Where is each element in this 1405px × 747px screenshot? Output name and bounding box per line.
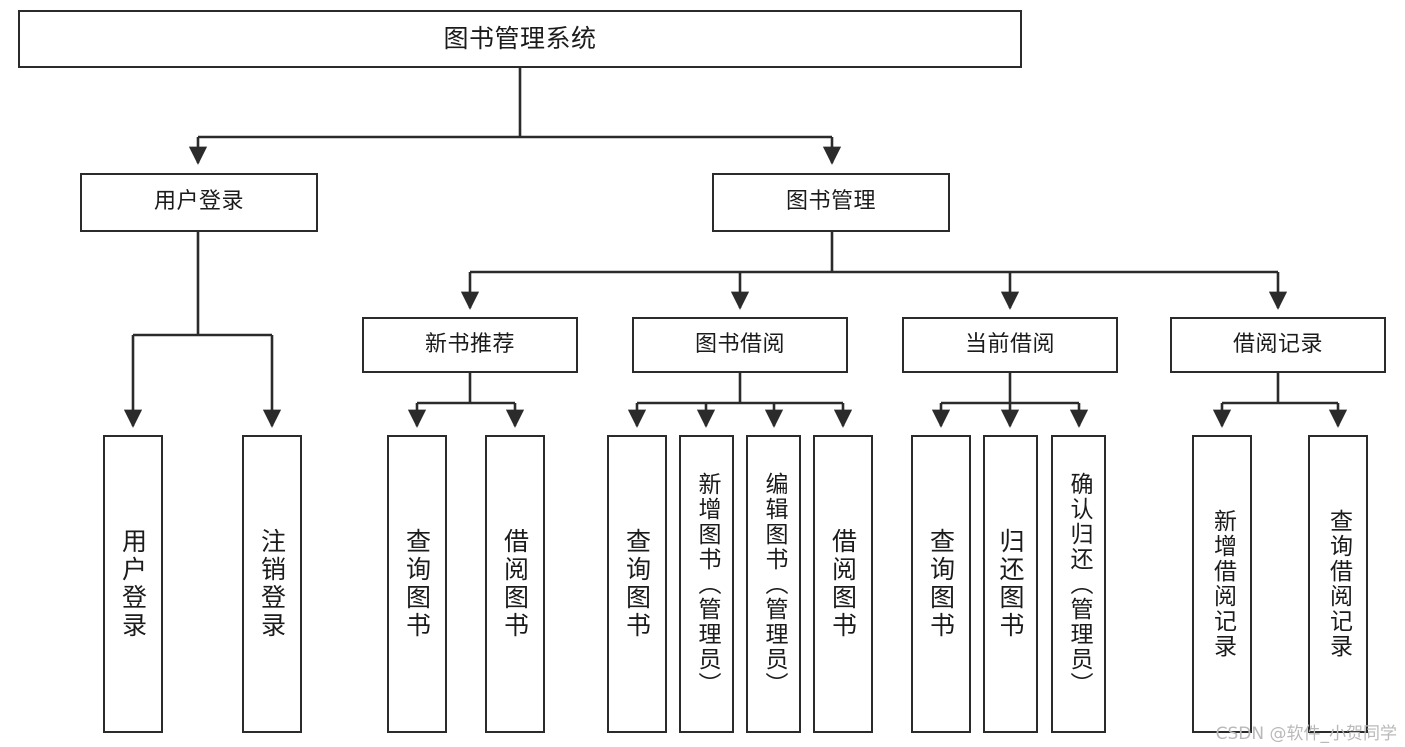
leaf-borrow-book-borrow-label: 借阅图书 xyxy=(828,528,858,640)
leaf-edit-book-admin[interactable]: 编辑图书（管理员） xyxy=(746,435,801,733)
node-new-book-recommend-label: 新书推荐 xyxy=(424,331,515,357)
node-user-login-label: 用户登录 xyxy=(153,189,244,215)
node-borrow-record-label: 借阅记录 xyxy=(1232,331,1323,357)
leaf-borrow-book-recommend-label: 借阅图书 xyxy=(500,528,530,640)
node-borrow-record[interactable]: 借阅记录 xyxy=(1170,317,1386,373)
leaf-query-book-recommend[interactable]: 查询图书 xyxy=(387,435,447,733)
node-root[interactable]: 图书管理系统 xyxy=(18,10,1022,68)
leaf-user-login[interactable]: 用户登录 xyxy=(103,435,163,733)
leaf-user-logout[interactable]: 注销登录 xyxy=(242,435,302,733)
leaf-add-book-admin[interactable]: 新增图书（管理员） xyxy=(679,435,734,733)
leaf-add-borrow-record[interactable]: 新增借阅记录 xyxy=(1192,435,1252,733)
leaf-return-book[interactable]: 归还图书 xyxy=(983,435,1038,733)
node-book-borrow-label: 图书借阅 xyxy=(694,331,785,357)
leaf-query-book-borrow-label: 查询图书 xyxy=(622,528,652,640)
leaf-add-borrow-record-label: 新增借阅记录 xyxy=(1209,509,1236,659)
leaf-user-login-label: 用户登录 xyxy=(118,528,148,640)
leaf-query-borrow-record-label: 查询借阅记录 xyxy=(1325,509,1352,659)
node-new-book-recommend[interactable]: 新书推荐 xyxy=(362,317,578,373)
csdn-watermark: CSDN @软件_小贺同学 xyxy=(1215,724,1397,744)
leaf-query-book-recommend-label: 查询图书 xyxy=(402,528,432,640)
leaf-confirm-return-admin-label: 确认归还（管理员） xyxy=(1066,471,1092,697)
leaf-query-borrow-record[interactable]: 查询借阅记录 xyxy=(1308,435,1368,733)
node-user-login[interactable]: 用户登录 xyxy=(80,173,318,232)
node-book-manage[interactable]: 图书管理 xyxy=(712,173,950,232)
leaf-return-book-label: 归还图书 xyxy=(996,528,1025,640)
node-current-borrow[interactable]: 当前借阅 xyxy=(902,317,1118,373)
leaf-borrow-book-borrow[interactable]: 借阅图书 xyxy=(813,435,873,733)
leaf-edit-book-admin-label: 编辑图书（管理员） xyxy=(761,471,787,697)
node-book-borrow[interactable]: 图书借阅 xyxy=(632,317,848,373)
node-root-label: 图书管理系统 xyxy=(443,24,597,53)
node-book-manage-label: 图书管理 xyxy=(785,189,876,215)
leaf-query-book-current[interactable]: 查询图书 xyxy=(911,435,971,733)
leaf-add-book-admin-label: 新增图书（管理员） xyxy=(694,471,720,697)
node-current-borrow-label: 当前借阅 xyxy=(964,331,1055,357)
leaf-borrow-book-recommend[interactable]: 借阅图书 xyxy=(485,435,545,733)
leaf-confirm-return-admin[interactable]: 确认归还（管理员） xyxy=(1051,435,1106,733)
leaf-query-book-borrow[interactable]: 查询图书 xyxy=(607,435,667,733)
leaf-user-logout-label: 注销登录 xyxy=(257,528,287,640)
leaf-query-book-current-label: 查询图书 xyxy=(926,528,956,640)
